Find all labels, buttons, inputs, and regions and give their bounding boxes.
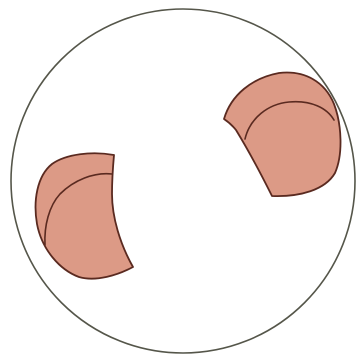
right-curved-piece xyxy=(224,73,341,197)
right-piece-body xyxy=(224,73,341,197)
left-piece-body xyxy=(36,153,133,278)
left-curved-piece xyxy=(36,153,133,278)
